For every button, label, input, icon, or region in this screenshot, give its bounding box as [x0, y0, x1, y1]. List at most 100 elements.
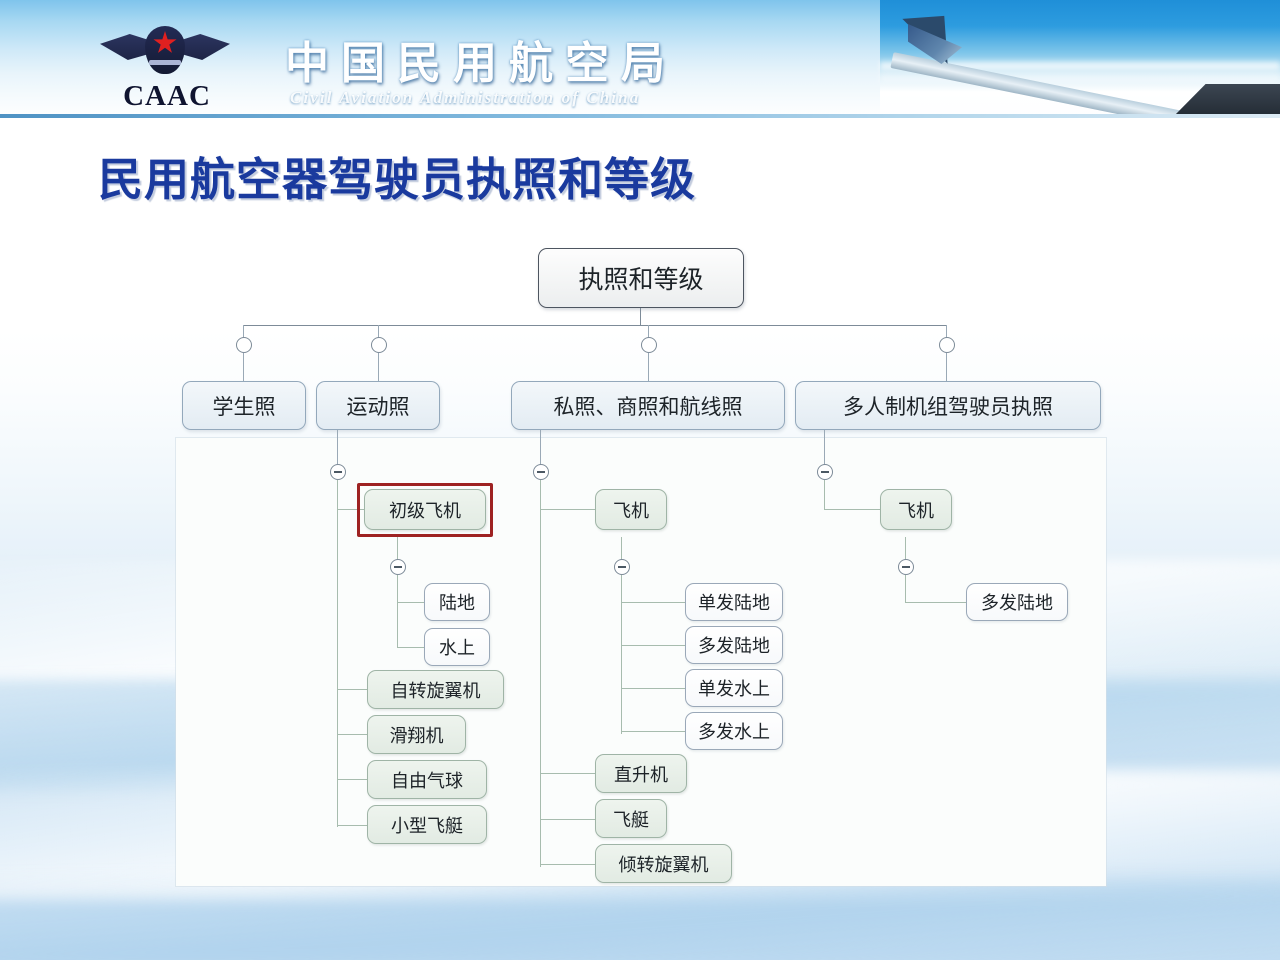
- connector: [946, 353, 948, 383]
- collapse-minus-icon[interactable]: [898, 559, 914, 575]
- connector-spine: [824, 480, 826, 509]
- tree-node-student-license[interactable]: 学生照: [182, 381, 306, 430]
- tree-node-sport-license[interactable]: 运动照: [316, 381, 440, 430]
- connector-spine: [397, 575, 399, 648]
- collapse-minus-icon[interactable]: [330, 464, 346, 480]
- connector-bus: [243, 325, 947, 327]
- node-label: 飞艇: [613, 809, 649, 831]
- connector: [540, 819, 596, 821]
- connector: [378, 325, 380, 339]
- connector: [640, 308, 642, 326]
- connector: [946, 325, 948, 339]
- tree-node-multi-engine-land-mpl[interactable]: 多发陆地: [966, 583, 1068, 621]
- highlight-rectangle: [357, 483, 493, 537]
- tree-node-single-engine-land[interactable]: 单发陆地: [685, 583, 783, 621]
- connector: [243, 325, 245, 339]
- node-label: 倾转旋翼机: [618, 854, 709, 876]
- tree-node-ppl-cpl-atpl[interactable]: 私照、商照和航线照: [511, 381, 785, 430]
- connector: [397, 647, 425, 649]
- node-label: 执照和等级: [578, 265, 704, 294]
- slide-header-banner: CAAC 中国民用航空局 Civil Aviation Administrati…: [0, 0, 1280, 118]
- connector: [621, 537, 623, 561]
- node-label: 自转旋翼机: [390, 680, 481, 702]
- node-label: 多人制机组驾驶员执照: [843, 394, 1053, 419]
- tree-node-airplane-mpl[interactable]: 飞机: [880, 489, 952, 530]
- tree-node-free-balloon[interactable]: 自由气球: [367, 760, 487, 799]
- tree-node-glider[interactable]: 滑翔机: [367, 715, 466, 754]
- node-label: 初级飞机: [389, 500, 461, 522]
- header-title-english: Civil Aviation Administration of China: [290, 88, 641, 107]
- tree-node-tiltrotor[interactable]: 倾转旋翼机: [595, 844, 732, 883]
- emblem-bar: [149, 60, 181, 65]
- tree-node-mpl[interactable]: 多人制机组驾驶员执照: [795, 381, 1101, 430]
- tree-node-multi-engine-sea[interactable]: 多发水上: [685, 712, 783, 750]
- node-label: 单发水上: [698, 679, 770, 700]
- connector-spine: [905, 575, 907, 603]
- node-label: 单发陆地: [698, 593, 770, 614]
- node-label: 陆地: [439, 593, 475, 614]
- header-divider: [0, 114, 1280, 118]
- collapse-minus-icon[interactable]: [533, 464, 549, 480]
- connector: [648, 325, 650, 339]
- node-label: 自由气球: [391, 770, 463, 792]
- connector: [337, 509, 365, 511]
- connector: [337, 779, 368, 781]
- node-label: 多发水上: [698, 722, 770, 743]
- connector: [337, 825, 368, 827]
- node-label: 多发陆地: [698, 636, 770, 657]
- collapse-minus-icon[interactable]: [390, 559, 406, 575]
- tree-node-single-engine-sea[interactable]: 单发水上: [685, 669, 783, 707]
- node-label: 水上: [439, 638, 475, 659]
- connector: [337, 734, 368, 736]
- connector: [621, 645, 686, 647]
- tree-node-gyroplane[interactable]: 自转旋翼机: [367, 670, 504, 709]
- node-label: 直升机: [614, 764, 668, 786]
- tree-node-small-airship[interactable]: 小型飞艇: [367, 805, 487, 844]
- node-label: 飞机: [613, 500, 649, 522]
- node-label: 飞机: [898, 500, 934, 522]
- connector: [824, 430, 826, 466]
- caac-winged-star-emblem: [100, 22, 230, 80]
- node-label: 私照、商照和航线照: [553, 394, 743, 419]
- connector: [621, 688, 686, 690]
- tree-node-airplane-ppl[interactable]: 飞机: [595, 489, 667, 530]
- caac-logo-text: CAAC: [123, 80, 211, 112]
- node-label: 运动照: [346, 394, 410, 419]
- connector: [540, 773, 596, 775]
- tree-node-multi-engine-land[interactable]: 多发陆地: [685, 626, 783, 664]
- connector: [397, 537, 399, 561]
- branch-knob-icon[interactable]: [236, 337, 252, 353]
- connector: [905, 602, 968, 604]
- branch-knob-icon[interactable]: [939, 337, 955, 353]
- connector: [824, 509, 881, 511]
- branch-knob-icon[interactable]: [371, 337, 387, 353]
- node-label: 多发陆地: [981, 593, 1053, 614]
- collapse-minus-icon[interactable]: [614, 559, 630, 575]
- connector: [540, 509, 596, 511]
- tree-node-root[interactable]: 执照和等级: [538, 248, 744, 308]
- connector: [337, 689, 368, 691]
- connector: [621, 731, 686, 733]
- node-label: 学生照: [212, 394, 276, 419]
- tree-node-airship[interactable]: 飞艇: [595, 799, 667, 838]
- connector-spine: [337, 480, 339, 827]
- tree-node-sea[interactable]: 水上: [424, 628, 490, 666]
- emblem-right-wing: [182, 34, 230, 60]
- collapse-minus-icon[interactable]: [817, 464, 833, 480]
- connector: [540, 430, 542, 466]
- tree-node-land[interactable]: 陆地: [424, 583, 490, 621]
- tree-node-primary-airplane[interactable]: 初级飞机: [364, 489, 486, 530]
- connector: [378, 353, 380, 383]
- cloud-band: [0, 880, 1280, 960]
- wing-far-section: [1172, 84, 1280, 118]
- connector-spine: [540, 480, 542, 867]
- tree-node-helicopter[interactable]: 直升机: [595, 754, 687, 793]
- node-label: 滑翔机: [389, 725, 444, 747]
- connector: [540, 864, 596, 866]
- connector-spine: [621, 575, 623, 734]
- caac-logo: CAAC: [100, 22, 230, 114]
- branch-knob-icon[interactable]: [641, 337, 657, 353]
- airplane-wing-photo: [880, 0, 1280, 118]
